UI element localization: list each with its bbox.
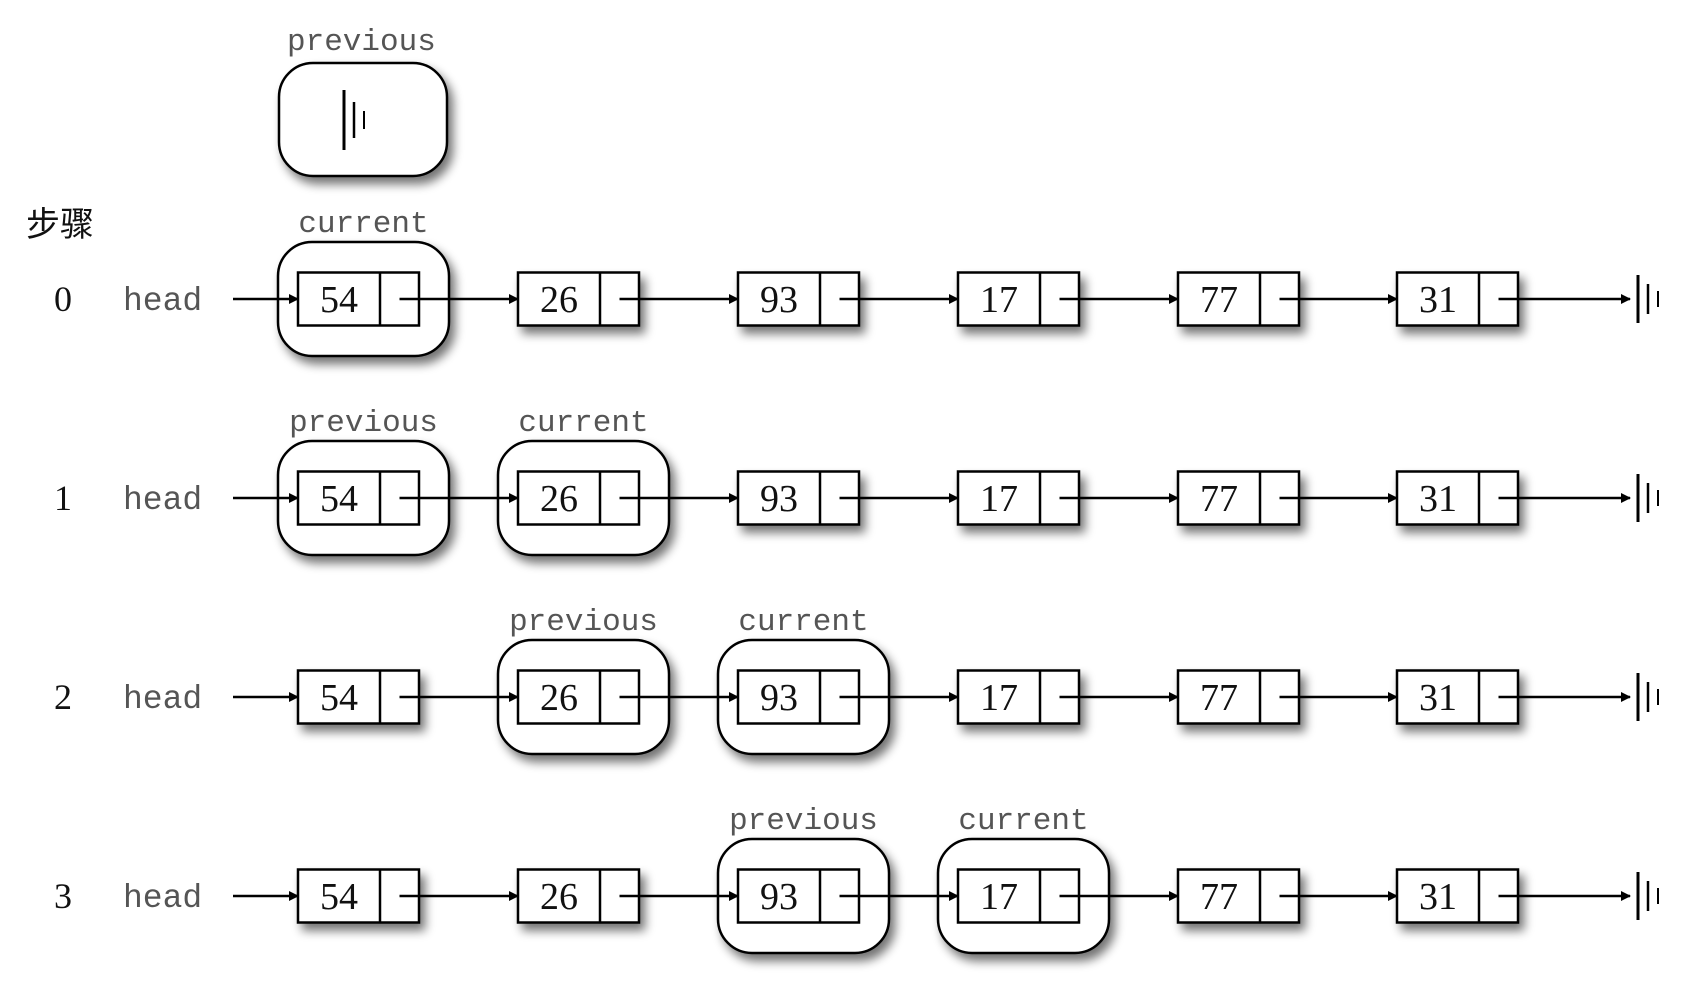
node-value: 54	[320, 478, 358, 520]
list-node	[736, 470, 861, 526]
node-value: 17	[980, 478, 1018, 520]
node-value: 17	[980, 677, 1018, 719]
node-value: 17	[980, 876, 1018, 918]
node-value: 26	[540, 279, 578, 321]
list-node	[736, 868, 861, 924]
ground-null-icon	[1636, 474, 1659, 522]
previous-label: previous	[289, 406, 438, 441]
list-node	[1395, 868, 1520, 924]
node-value: 77	[1200, 279, 1238, 321]
list-node	[956, 669, 1081, 725]
node-value: 54	[320, 279, 358, 321]
current-label: current	[518, 406, 648, 441]
node-value: 26	[540, 478, 578, 520]
node-value: 93	[760, 279, 798, 321]
node-value: 31	[1419, 677, 1457, 719]
step-number: 1	[54, 478, 72, 518]
current-label: current	[298, 207, 428, 242]
ground-null-icon	[1636, 275, 1659, 323]
node-value: 54	[320, 876, 358, 918]
step-number: 2	[54, 677, 72, 717]
head-label: head	[123, 283, 202, 320]
current-label: current	[958, 804, 1088, 839]
step-row-3: 3 head previous current 54 26 93 17 77 31	[54, 804, 1659, 955]
node-value: 31	[1419, 478, 1457, 520]
current-label: current	[738, 605, 868, 640]
node-value: 54	[320, 677, 358, 719]
list-node	[516, 271, 641, 327]
list-node	[1395, 470, 1520, 526]
node-value: 93	[760, 478, 798, 520]
list-node	[956, 470, 1081, 526]
node-value: 77	[1200, 677, 1238, 719]
step-row-0: 0 head current 54 26 93 17 77 31	[54, 207, 1659, 358]
initial-previous-pointer: previous	[277, 25, 449, 178]
previous-label: previous	[287, 25, 436, 60]
ground-null-icon	[342, 90, 365, 150]
node-value: 93	[760, 876, 798, 918]
node-value: 77	[1200, 478, 1238, 520]
list-node	[516, 470, 641, 526]
previous-label: previous	[729, 804, 878, 839]
head-label: head	[123, 880, 202, 917]
node-value: 31	[1419, 876, 1457, 918]
node-value: 26	[540, 677, 578, 719]
node-value: 77	[1200, 876, 1238, 918]
list-node	[516, 868, 641, 924]
list-node	[1176, 470, 1301, 526]
head-label: head	[123, 482, 202, 519]
previous-label: previous	[509, 605, 658, 640]
list-node	[736, 669, 861, 725]
list-node	[1176, 669, 1301, 725]
node-value: 17	[980, 279, 1018, 321]
steps-heading: 步骤	[26, 206, 94, 244]
head-label: head	[123, 681, 202, 718]
step-row-1: 1 head previous current 54 26 93 17 77 31	[54, 406, 1659, 557]
list-node	[1395, 669, 1520, 725]
node-value: 31	[1419, 279, 1457, 321]
list-node	[1176, 868, 1301, 924]
node-value: 93	[760, 677, 798, 719]
list-node	[1395, 271, 1520, 327]
node-value: 26	[540, 876, 578, 918]
step-number: 0	[54, 279, 72, 319]
step-row-2: 2 head previous current 54 26 93 17 77 31	[54, 605, 1659, 756]
list-node	[296, 470, 421, 526]
ground-null-icon	[1636, 872, 1659, 920]
step-number: 3	[54, 876, 72, 916]
ground-null-icon	[1636, 673, 1659, 721]
